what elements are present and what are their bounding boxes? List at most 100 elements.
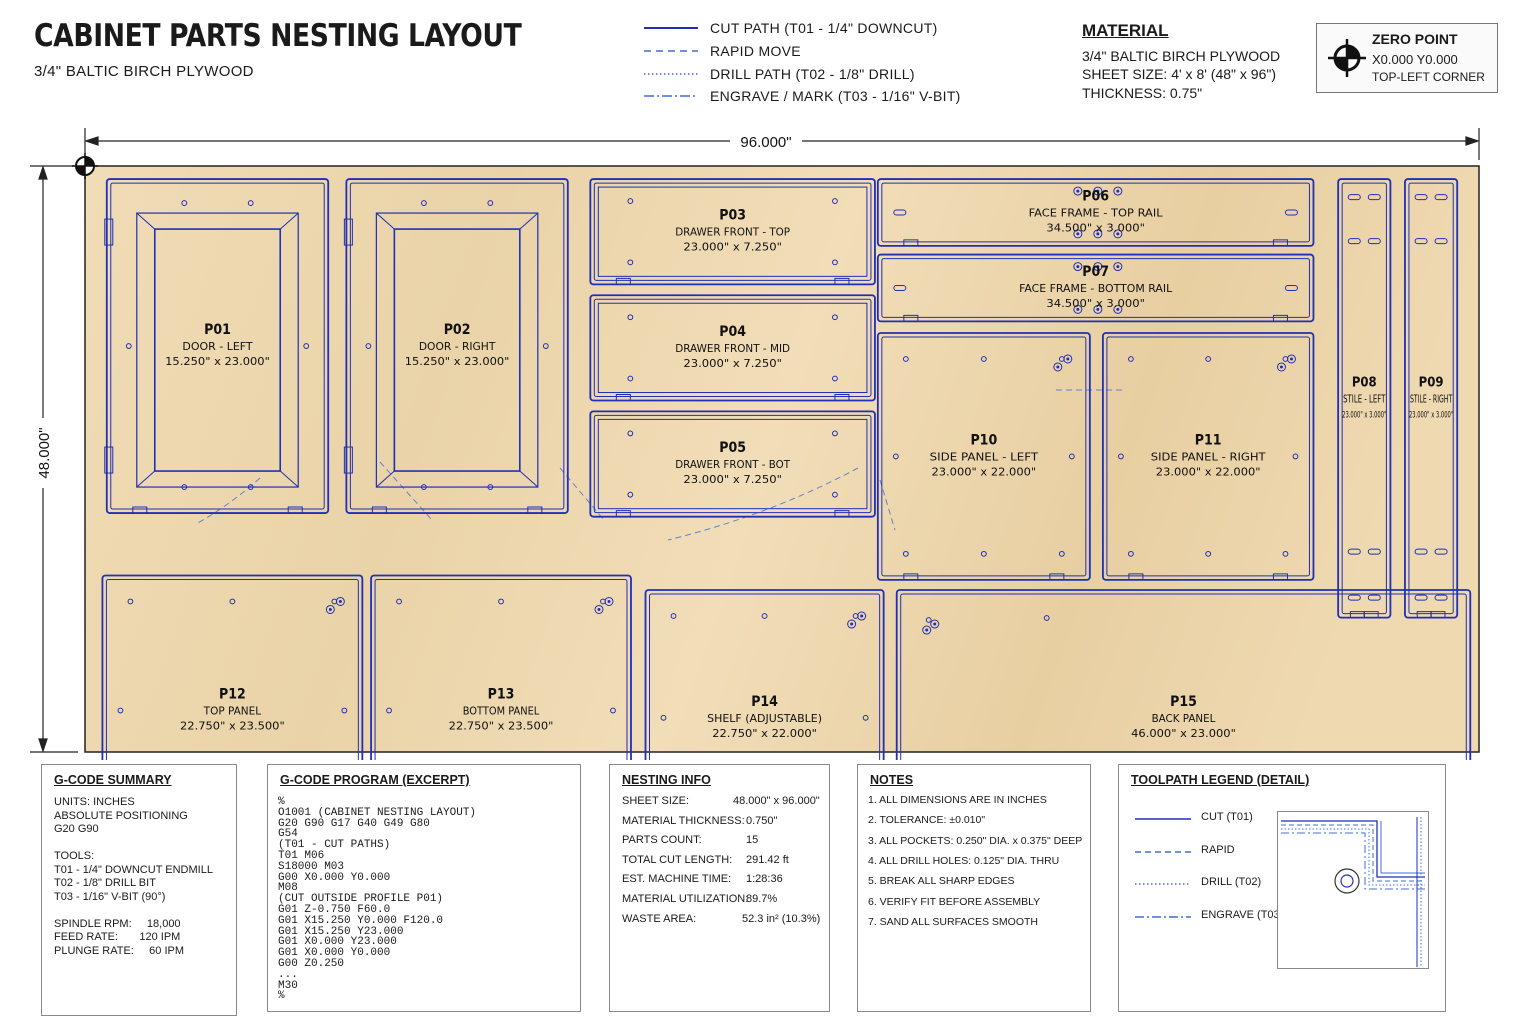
page-title: CABINET PARTS NESTING LAYOUT (34, 18, 522, 54)
raised-panel-outer (375, 212, 539, 488)
gcode-summary-line: T01 - 1/4" DOWNCUT ENDMILL (54, 863, 213, 876)
part-name-label: TOP PANEL (203, 705, 262, 718)
slot-pocket (1414, 194, 1428, 201)
inner-cut-path (1106, 336, 1310, 577)
gcode-program-line: G00 X0.000 Y0.000 (278, 871, 391, 884)
nesting-info-panel: NESTING INFO SHEET SIZE:48.000" x 96.000… (609, 764, 830, 1012)
panel-miter-line (279, 470, 299, 488)
part-dims-label: 22.750" x 22.000" (712, 727, 817, 740)
hold-tab (1128, 573, 1144, 580)
nesting-info-label: EST. MACHINE TIME: (622, 873, 732, 886)
toolpath-legend-label: ENGRAVE (T03) (1201, 908, 1284, 921)
cam-center (850, 622, 854, 626)
gcode-program-line: G01 X0.000 Y0.000 (278, 947, 391, 960)
inner-cut-path (105, 578, 359, 760)
slot-pocket (1414, 238, 1428, 245)
outer-cut-path (644, 589, 885, 760)
cam-pocket (1093, 186, 1103, 196)
cam-pocket (1113, 229, 1123, 239)
material-heading: MATERIAL (1082, 21, 1169, 40)
drill-hole (925, 617, 932, 623)
gcode-summary-line: SPINDLE RPM: 18,000 (54, 917, 181, 930)
drill-hole (1128, 550, 1134, 557)
part-name-label: STILE - LEFT (1343, 393, 1386, 405)
drill-hole (832, 375, 838, 382)
part-id-label: P02 (444, 322, 471, 338)
toolpath-legend-label: RAPID (1201, 843, 1235, 856)
drill-hole (1118, 453, 1124, 460)
raised-panel-inner (393, 228, 521, 472)
legend-item-engrave: ENGRAVE / MARK (T03 - 1/16" V-BIT) (644, 85, 961, 107)
inner-cut-path (593, 414, 872, 514)
drill-hole (1128, 356, 1134, 362)
gcode-program-line: G01 X15.250 Y0.000 F120.0 (278, 914, 444, 927)
drill-hole (341, 707, 348, 714)
gcode-program-line: M08 (278, 882, 298, 895)
sheet-height-label: 48.000" (36, 427, 53, 478)
drill-hole (127, 598, 134, 605)
cam-pocket (1073, 186, 1083, 196)
drill-hole (498, 598, 504, 605)
drill-hole (627, 375, 634, 382)
hold-tab (903, 239, 919, 246)
slot-pocket (1414, 548, 1428, 555)
page-subtitle: 3/4" BALTIC BIRCH PLYWOOD (34, 63, 254, 80)
cam-center (1076, 307, 1080, 311)
hold-tab (1272, 573, 1288, 580)
legend-item-cut: CUT PATH (T01 - 1/4" DOWNCUT) (644, 17, 938, 39)
cam-center (1066, 357, 1070, 361)
cam-center (933, 622, 937, 626)
inner-cut-path (593, 182, 872, 281)
cam-pocket (930, 619, 940, 629)
hold-tab (287, 506, 303, 514)
cam-center (1116, 232, 1120, 236)
outer-cut-path (589, 410, 876, 518)
dotted-toolpath-swatch (1135, 883, 1191, 885)
cut-line-swatch (644, 27, 698, 29)
sheet-width-label: 96.000" (740, 134, 791, 151)
inner-cut-path (881, 336, 1087, 577)
inner-cut-path (110, 182, 325, 510)
cam-pocket (325, 604, 335, 614)
cam-center (1096, 265, 1100, 269)
dashdot-toolpath-swatch (1135, 915, 1191, 918)
gcode-program-line: G01 Z-0.750 F60.0 (278, 903, 391, 916)
slot-pocket (1367, 238, 1381, 245)
slot-pocket (1434, 548, 1448, 555)
cam-center (597, 607, 601, 611)
slot-pocket (1347, 548, 1361, 555)
cam-center (1096, 232, 1100, 236)
hold-tab (1349, 611, 1365, 618)
zero-point-box (1316, 23, 1498, 93)
part-name-label: STILE - RIGHT (1410, 393, 1453, 405)
cam-pocket (1093, 304, 1103, 314)
part-name-label: DRAWER FRONT - MID (675, 342, 790, 355)
toolpath-detail-graphic (1277, 811, 1429, 969)
slot-pocket (1367, 194, 1381, 201)
part-id-label: P05 (719, 440, 746, 456)
part-id-label: P08 (1352, 375, 1377, 390)
gcode-program-line: (T01 - CUT PATHS) (278, 839, 391, 852)
hold-tab (1272, 239, 1288, 246)
drill-hole (396, 598, 402, 605)
cam-center (925, 628, 929, 632)
part-id-label: P10 (970, 432, 997, 448)
hold-tab (834, 277, 850, 285)
part-name-label: DOOR - RIGHT (419, 340, 496, 353)
gcode-summary-line: FEED RATE: 120 IPM (54, 931, 181, 943)
